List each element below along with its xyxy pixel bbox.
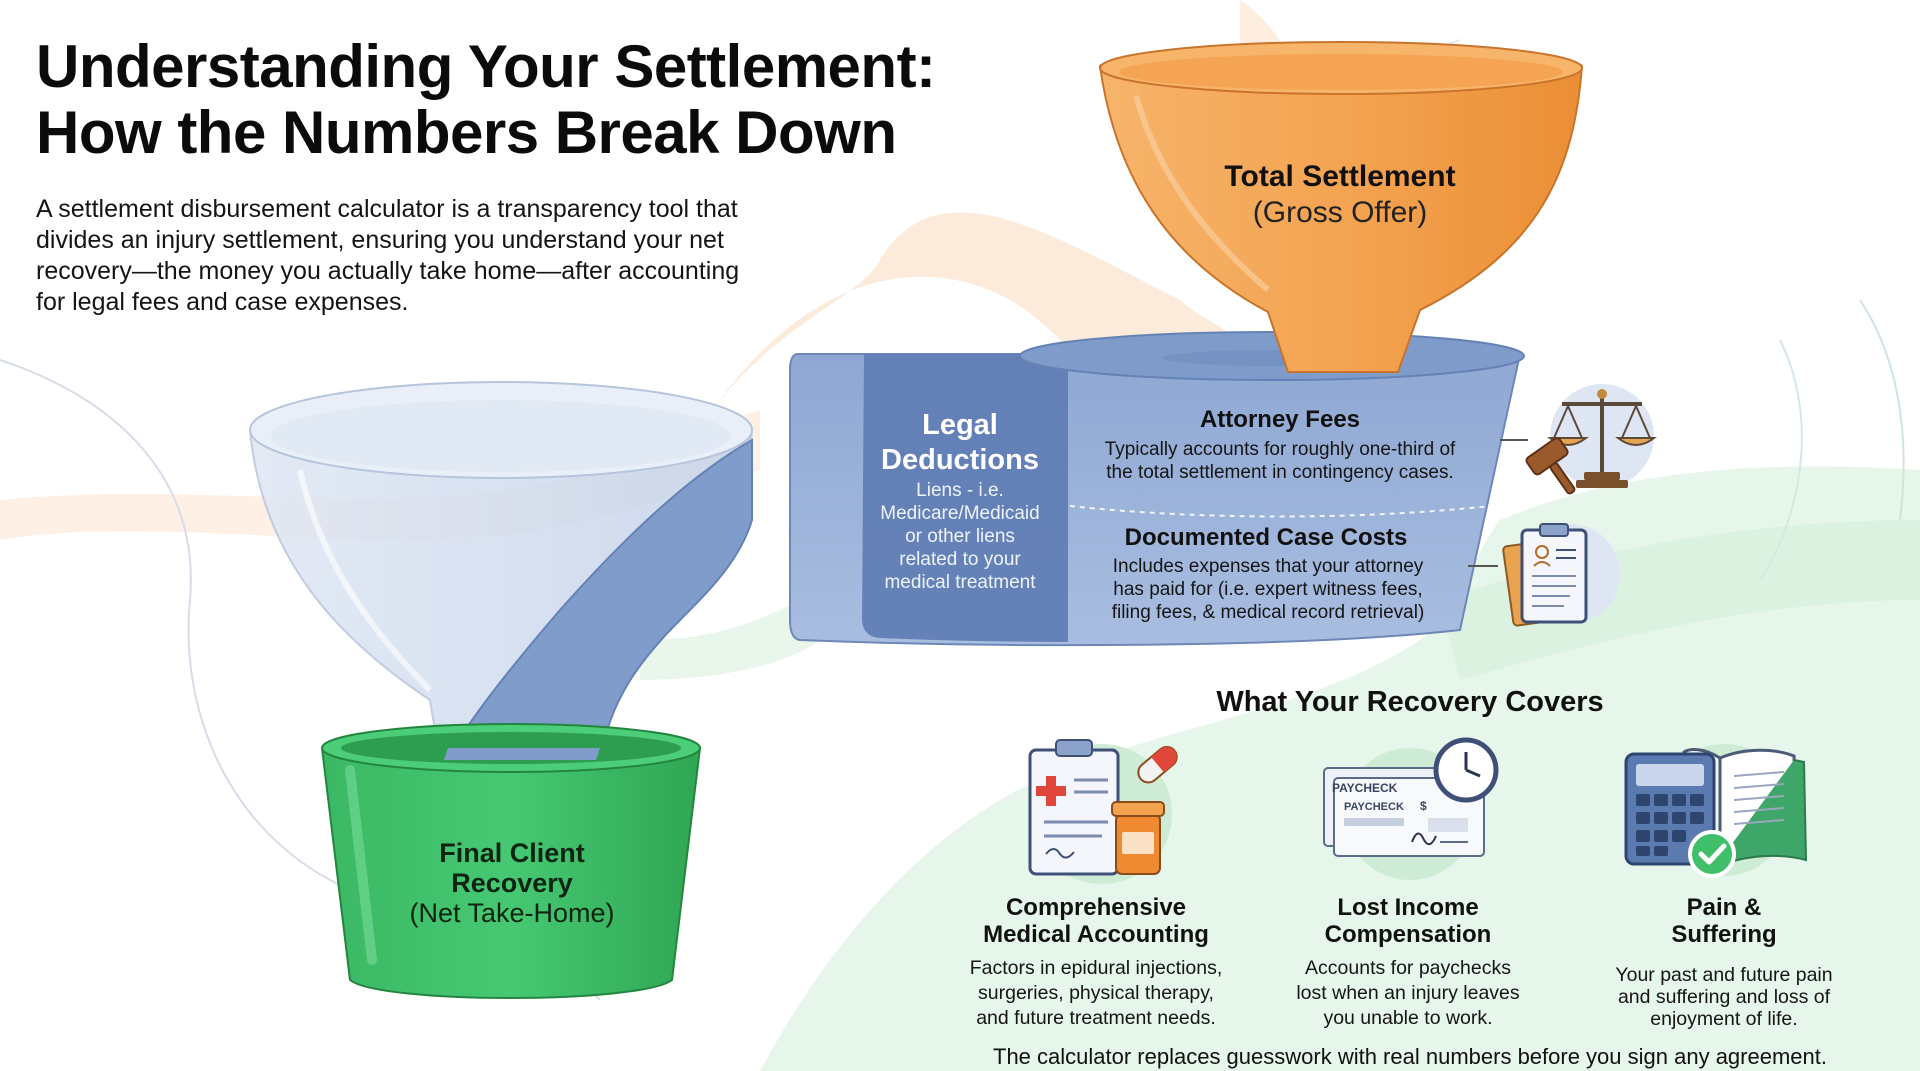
final-recovery-title: Final Client Recovery	[376, 838, 648, 898]
attorney-fees-line: Typically accounts for roughly one-third…	[1104, 439, 1456, 460]
card-body-line: you unable to work.	[1323, 1007, 1493, 1029]
case-costs-title: Documented Case Costs	[1124, 524, 1408, 551]
card-body-line: Factors in epidural injections,	[969, 957, 1223, 979]
final-title-line: Recovery	[451, 868, 573, 898]
attorney-fees-line: the total settlement in contingency case…	[1106, 462, 1454, 483]
case-costs-line: Includes expenses that your attorney	[1112, 556, 1424, 577]
paycheck-label-inner: PAYCHECK	[1344, 801, 1404, 813]
case-costs-line: filing fees, & medical record retrieval)	[1111, 602, 1425, 623]
paycheck-symbol: $	[1420, 799, 1427, 813]
card-medical-title: Comprehensive Medical Accounting	[946, 894, 1246, 948]
card-title-line: Comprehensive	[1005, 894, 1187, 921]
case-costs-description: Includes expenses that your attorney has…	[1066, 555, 1470, 624]
card-income-title: Lost Income Compensation	[1268, 894, 1548, 948]
liens-line: or other liens	[905, 526, 1015, 547]
page-title: Understanding Your Settlement: How the N…	[36, 34, 1016, 166]
intro-line: recovery—the money you actually take hom…	[36, 257, 740, 285]
intro-line: A settlement disbursement calculator is …	[36, 195, 738, 223]
footer-note: The calculator replaces guesswork with r…	[993, 1044, 1827, 1069]
total-settlement-title: Total Settlement	[1224, 160, 1456, 193]
card-body-line: Your past and future pain	[1615, 964, 1833, 986]
paycheck-label: PAYCHECK	[1332, 781, 1398, 795]
recovery-covers-title: What Your Recovery Covers	[1216, 686, 1604, 718]
card-body-line: and suffering and loss of	[1617, 986, 1831, 1008]
final-recovery-subtitle: (Net Take-Home)	[409, 898, 615, 928]
liens-line: Liens - i.e.	[916, 480, 1004, 501]
medical-clipboard-icon	[1028, 739, 1178, 884]
calculator-book-icon	[1624, 744, 1808, 878]
card-title-line: Medical Accounting	[983, 921, 1209, 948]
legal-title-line: Legal	[922, 409, 998, 441]
final-title-line: Final Client	[439, 838, 585, 868]
card-body-line: Accounts for paychecks	[1305, 957, 1511, 979]
card-income-description: Accounts for paychecks lost when an inju…	[1268, 956, 1548, 1031]
card-body-line: and future treatment needs.	[976, 1007, 1216, 1029]
liens-description: Liens - i.e. Medicare/Medicaid or other …	[862, 479, 1058, 594]
card-body-line: lost when an injury leaves	[1296, 982, 1520, 1004]
intro-line: for legal fees and case expenses.	[36, 288, 409, 316]
total-settlement-subtitle: (Gross Offer)	[1252, 196, 1428, 229]
attorney-fees-description: Typically accounts for roughly one-third…	[1070, 438, 1490, 484]
paycheck-clock-icon: PAYCHECK PAYCHECK $	[1323, 737, 1499, 880]
attorney-fees-title: Attorney Fees	[1199, 406, 1361, 433]
liens-line: Medicare/Medicaid	[880, 503, 1040, 524]
card-pain-description: Your past and future pain and suffering …	[1584, 964, 1864, 1030]
card-body-line: surgeries, physical therapy,	[978, 982, 1214, 1004]
card-title-line: Pain &	[1686, 894, 1762, 921]
card-pain-title: Pain & Suffering	[1584, 894, 1864, 948]
legal-title-line: Deductions	[881, 444, 1039, 476]
card-body-line: enjoyment of life.	[1650, 1008, 1798, 1030]
clipboard-document-icon	[1502, 523, 1620, 627]
title-line-2: How the Numbers Break Down	[36, 99, 897, 166]
legal-deductions-title: Legal Deductions	[862, 408, 1058, 478]
liens-line: related to your	[899, 549, 1021, 570]
liens-line: medical treatment	[884, 572, 1036, 593]
card-medical-description: Factors in epidural injections, surgerie…	[946, 956, 1246, 1031]
intro-paragraph: A settlement disbursement calculator is …	[36, 194, 816, 318]
card-title-line: Compensation	[1324, 921, 1492, 948]
title-line-1: Understanding Your Settlement:	[36, 33, 936, 100]
card-title-line: Lost Income	[1337, 894, 1479, 921]
case-costs-line: has paid for (i.e. expert witness fees,	[1113, 579, 1423, 600]
intro-line: divides an injury settlement, ensuring y…	[36, 226, 724, 254]
card-title-line: Suffering	[1671, 921, 1777, 948]
scales-gavel-icon	[1525, 384, 1657, 495]
